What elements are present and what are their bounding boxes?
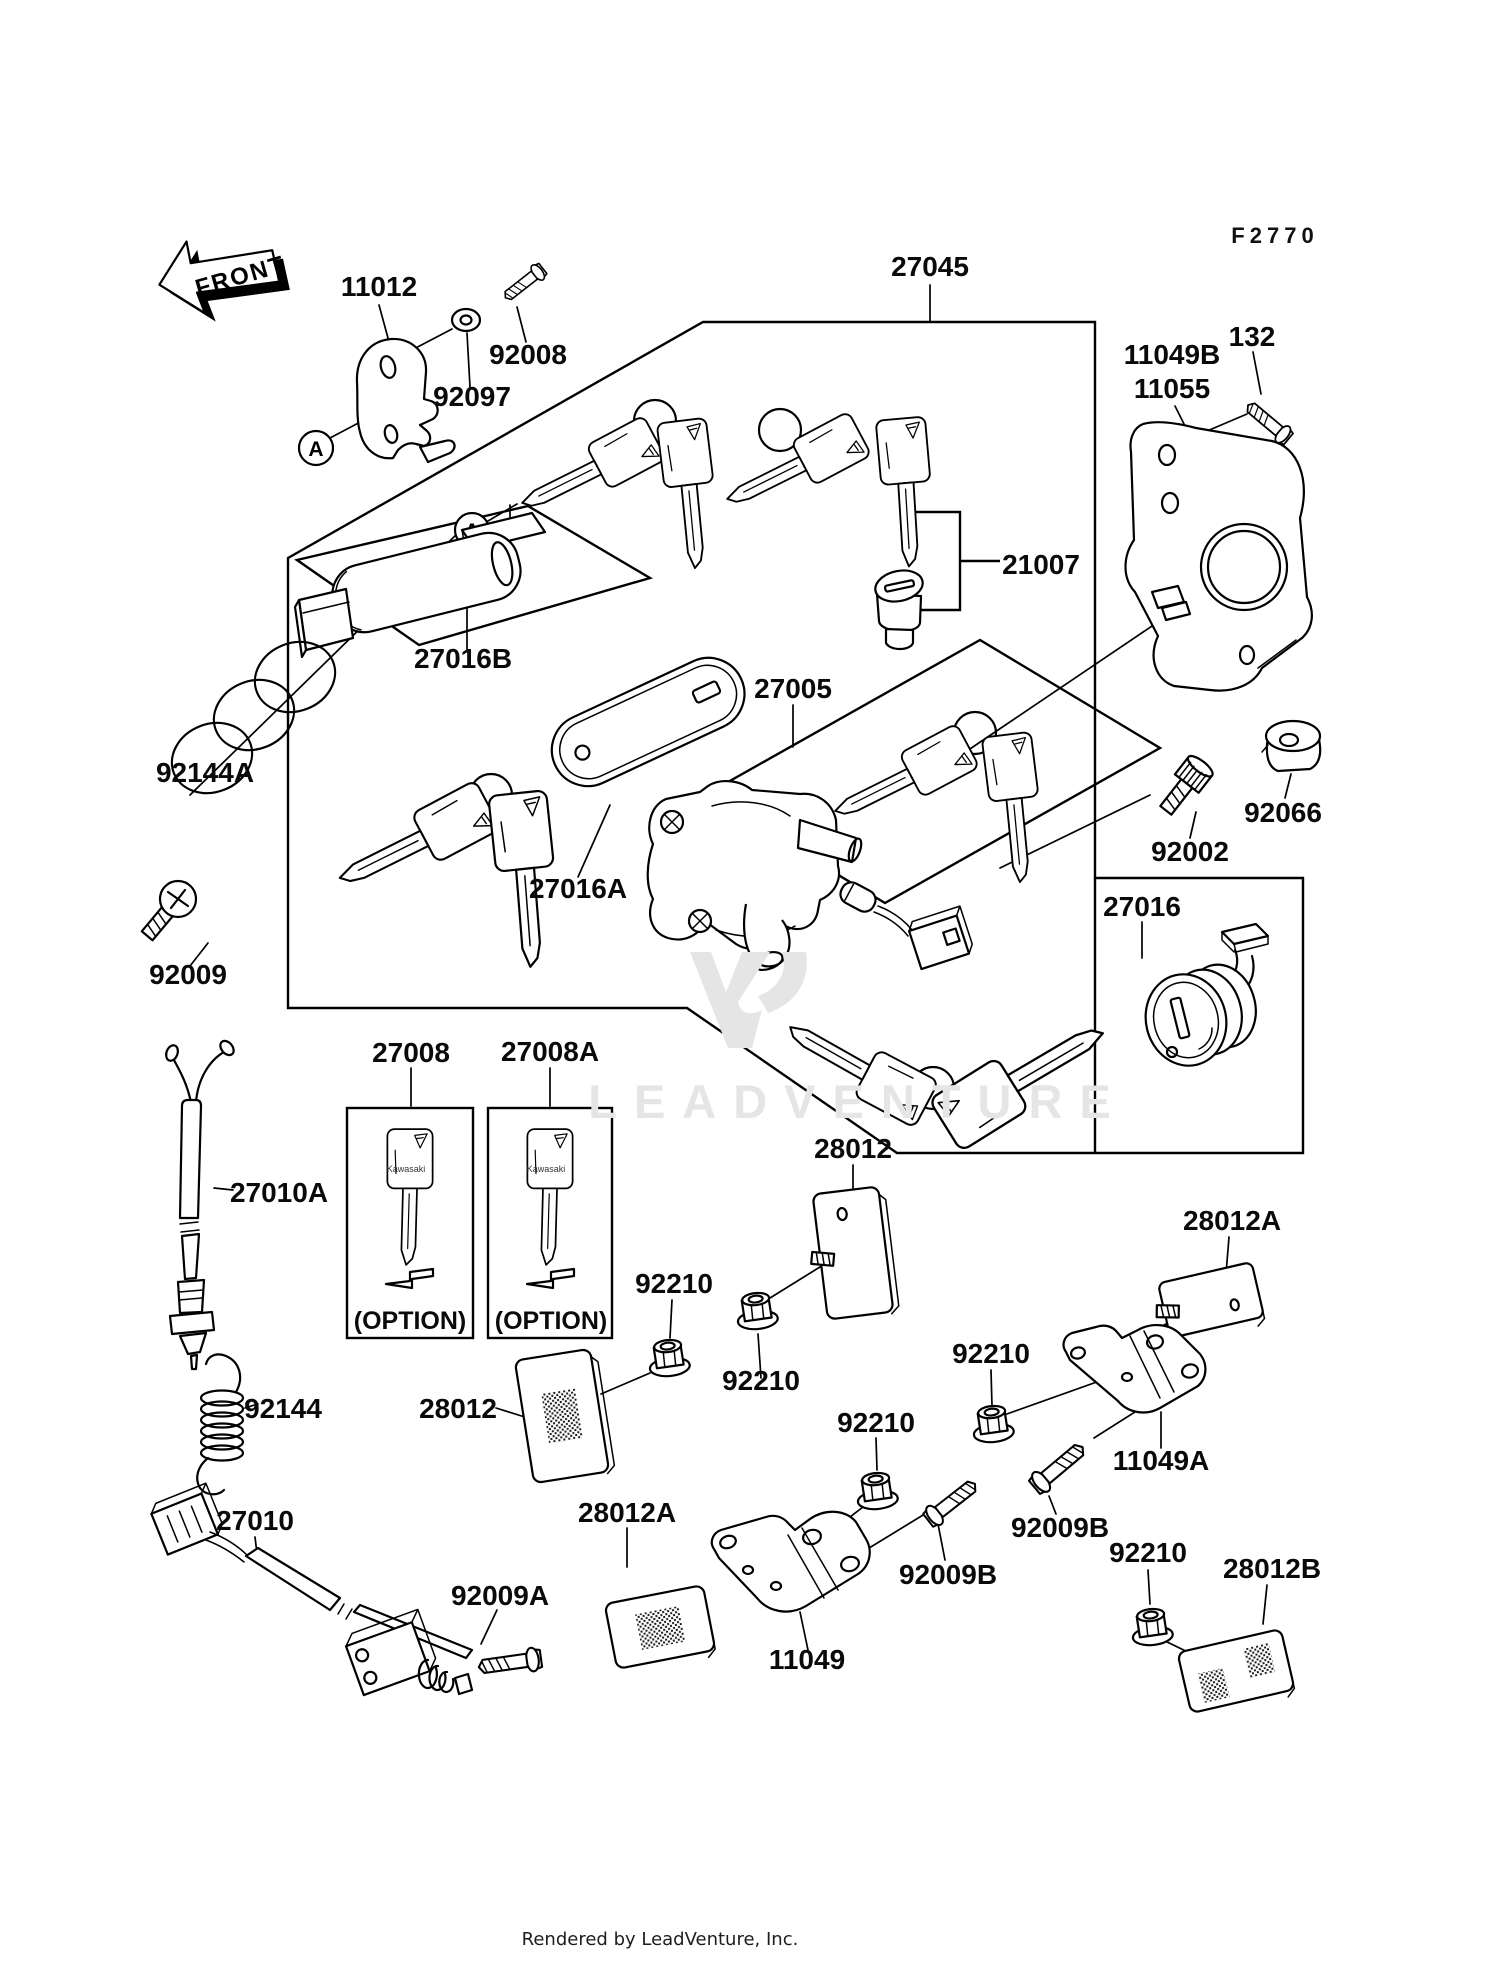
callout-92066[interactable]: 92066 [1244,797,1322,828]
part-28012-top-reflector-icon [810,1186,900,1320]
callout-11012[interactable]: 11012 [341,271,417,302]
callout-28012A-bottom[interactable]: 28012A [578,1497,676,1528]
callout-92210-5[interactable]: 92210 [1109,1537,1187,1568]
part-28012A-right-reflector-icon [1155,1262,1266,1338]
part-11049B-plate-icon [1124,421,1313,692]
part-27045-keypair-left [511,398,725,572]
part-92144-spring-icon [196,1353,245,1496]
callout-11049A[interactable]: 11049A [1113,1445,1210,1476]
callout-92009B-bottom[interactable]: 92009B [899,1559,997,1590]
part-27016-lock-icon [1144,922,1270,1067]
part-28012-left-reflector-icon [514,1348,616,1484]
part-27016B-cylinder-icon [293,511,547,659]
callout-27016[interactable]: 27016 [1103,891,1181,922]
callout-92210-1[interactable]: 92210 [635,1268,713,1299]
part-27010A-switch-icon [165,1039,235,1371]
callout-27008[interactable]: 27008 [372,1037,450,1068]
watermark-text: LEADVENTURE [588,1075,1128,1128]
callout-27045[interactable]: 27045 [891,251,969,282]
part-11049A-bracket-icon [1062,1324,1207,1414]
callout-92009B-right[interactable]: 92009B [1011,1512,1109,1543]
callout-11055[interactable]: 11055 [1134,373,1210,404]
callout-92210-2[interactable]: 92210 [722,1365,800,1396]
part-92210-nut-5 [1129,1605,1175,1649]
callout-27010A[interactable]: 27010A [230,1177,328,1208]
callout-28012A-right[interactable]: 28012A [1183,1205,1281,1236]
diagram-code: F2770 [1231,223,1318,248]
part-27005-keypair [824,710,1050,886]
svg-text:A: A [308,438,323,461]
part-27010-switch-icon [150,1482,474,1697]
part-92144A-rings-icon [170,640,337,795]
group-box-27045-keyset [286,320,1305,1155]
callout-92144[interactable]: 92144 [244,1393,322,1424]
callout-27008A[interactable]: 27008A [501,1036,599,1067]
svg-text:Kawasaki: Kawasaki [387,1164,426,1174]
callout-27016A[interactable]: 27016A [529,873,627,904]
callout-92210-4[interactable]: 92210 [837,1407,915,1438]
callout-27016B[interactable]: 27016B [414,643,512,674]
part-27008-option-key: Kawasaki [384,1128,435,1290]
callout-27010[interactable]: 27010 [216,1505,294,1536]
part-21007-cap-icon [874,569,924,651]
part-28012B-reflector-icon [1177,1629,1296,1713]
callout-92008[interactable]: 92008 [489,339,567,370]
part-92002-screw-icon [1159,754,1214,816]
callout-bracket-21007 [912,510,1000,612]
callout-92009A[interactable]: 92009A [451,1580,549,1611]
part-92009A-bolt [476,1645,544,1680]
callout-92097[interactable]: 92097 [433,381,511,412]
footer-credit: Rendered by LeadVenture, Inc. [522,1929,799,1950]
callout-28012B[interactable]: 28012B [1223,1553,1321,1584]
part-11049-bracket-icon [710,1510,871,1613]
part-27045-keypair-right [716,407,939,570]
callout-92210-3[interactable]: 92210 [952,1338,1030,1369]
part-92009-screw-icon [140,879,198,942]
part-27016B-keypair [328,772,566,971]
part-27008A-option-key: Kawasaki [525,1128,576,1290]
part-drawings: FRONT A A [140,240,1322,1713]
svg-text:Kawasaki: Kawasaki [527,1164,566,1174]
callout-92002[interactable]: 92002 [1151,836,1229,867]
group-boxes [286,320,1305,1340]
part-92210-nut-4 [854,1469,900,1513]
part-27005-switch-icon [646,780,973,972]
part-27016A-cover-icon [550,656,746,788]
callout-labels: F2770 11012 92008 92097 27045 11049B 110… [149,223,1322,1675]
callout-92144A[interactable]: 92144A [156,757,254,788]
callout-27005[interactable]: 27005 [754,673,832,704]
detail-marker-a-1: A [297,429,335,467]
callout-21007[interactable]: 21007 [1002,549,1080,580]
part-27016-keypair [774,1001,1118,1153]
callout-11049[interactable]: 11049 [769,1644,845,1675]
callout-92009[interactable]: 92009 [149,959,227,990]
part-92210-nut-3 [970,1402,1016,1446]
part-92097-washer-icon [450,307,482,333]
part-92009B-bolt-bottom [920,1473,983,1531]
callout-28012-left[interactable]: 28012 [419,1393,497,1424]
part-92008-bolt-icon [499,260,550,306]
option-label-27008: (OPTION) [354,1307,467,1335]
part-92066-cap-icon [1261,719,1322,773]
front-direction-arrow: FRONT [158,240,290,322]
part-28012A-bottom-reflector-icon [604,1585,716,1669]
callout-11049B[interactable]: 11049B [1124,339,1221,370]
part-92009B-bolt-right [1025,1436,1092,1498]
callout-132[interactable]: 132 [1229,321,1276,352]
option-label-27008A: (OPTION) [495,1307,608,1335]
option-box-27008 [345,1106,475,1340]
option-box-27008A [486,1106,614,1340]
part-92210-nut-1 [646,1336,692,1380]
part-11012-bracket-icon [355,337,456,464]
callout-28012-top[interactable]: 28012 [814,1133,892,1164]
watermark: LEADVENTURE [588,952,1128,1128]
